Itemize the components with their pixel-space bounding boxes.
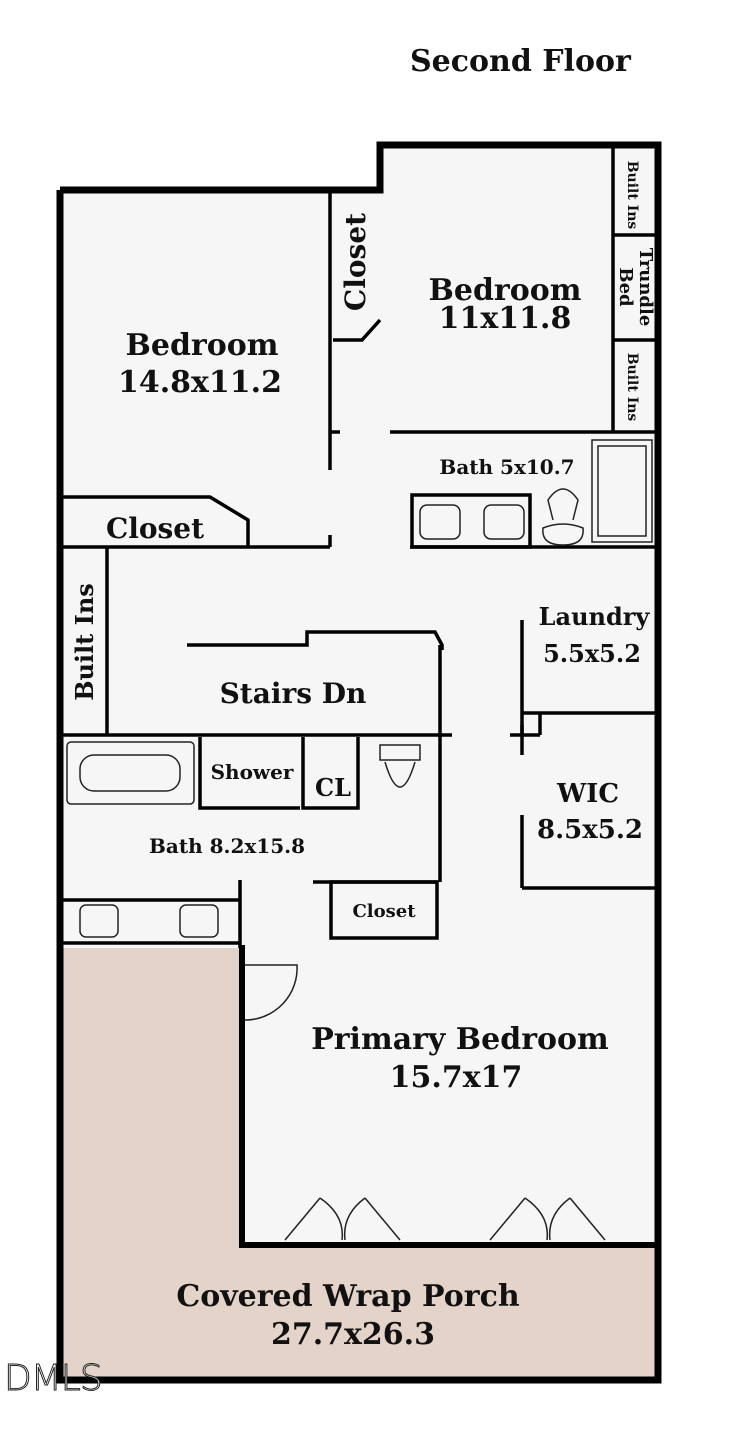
french-door-icon	[489, 1197, 606, 1241]
primary-bedroom-size: 15.7x17	[390, 1060, 523, 1095]
built-ins-left-label: Built Ins	[70, 583, 99, 701]
porch-name: Covered Wrap Porch	[176, 1279, 520, 1314]
bedroom2-name: Bedroom	[429, 273, 582, 308]
wic-name: WIC	[556, 779, 619, 809]
toilet-icon	[542, 488, 584, 546]
built-ins-mid-label: Built Ins	[624, 353, 640, 422]
bath-primary-label: Bath 8.2x15.8	[149, 834, 305, 858]
trundle-label: Trundle	[635, 248, 656, 327]
stairs-label: Stairs Dn	[220, 677, 367, 710]
trundle-bed-label: Bed	[615, 267, 636, 307]
interior-walls	[63, 148, 658, 1248]
bedroom1-name: Bedroom	[126, 328, 279, 363]
laundry-name: Laundry	[539, 602, 651, 631]
french-door-icon	[284, 1197, 401, 1241]
floor-title: Second Floor	[410, 44, 631, 79]
closet-bed1-label: Closet	[106, 512, 204, 545]
built-ins-top-label: Built Ins	[624, 161, 640, 230]
exterior-wall	[56, 141, 662, 1384]
closet-primary-label: Closet	[352, 901, 416, 922]
cl-label: CL	[315, 773, 351, 802]
bathtub-icon	[66, 741, 195, 805]
door-swing-icon	[244, 964, 298, 1021]
wic-size: 8.5x5.2	[537, 815, 643, 845]
toilet-icon	[379, 744, 421, 788]
bath-small-label: Bath 5x10.7	[439, 455, 574, 479]
laundry-size: 5.5x5.2	[543, 639, 641, 668]
watermark-logo: DMLS	[4, 1358, 104, 1400]
porch-size: 27.7x26.3	[271, 1317, 435, 1352]
bedroom1-size: 14.8x11.2	[118, 365, 282, 400]
porch-area	[63, 948, 655, 1378]
closet-top-label: Closet	[339, 213, 372, 311]
sink-icon	[79, 904, 119, 938]
primary-bedroom-name: Primary Bedroom	[311, 1022, 609, 1057]
sink-icon	[419, 504, 461, 540]
sink-icon	[483, 504, 525, 540]
tub-icon	[591, 439, 653, 543]
shower-label: Shower	[211, 760, 294, 784]
bedroom2-size: 11x11.8	[439, 301, 572, 336]
sink-icon	[179, 904, 219, 938]
fixtures	[66, 439, 653, 1241]
